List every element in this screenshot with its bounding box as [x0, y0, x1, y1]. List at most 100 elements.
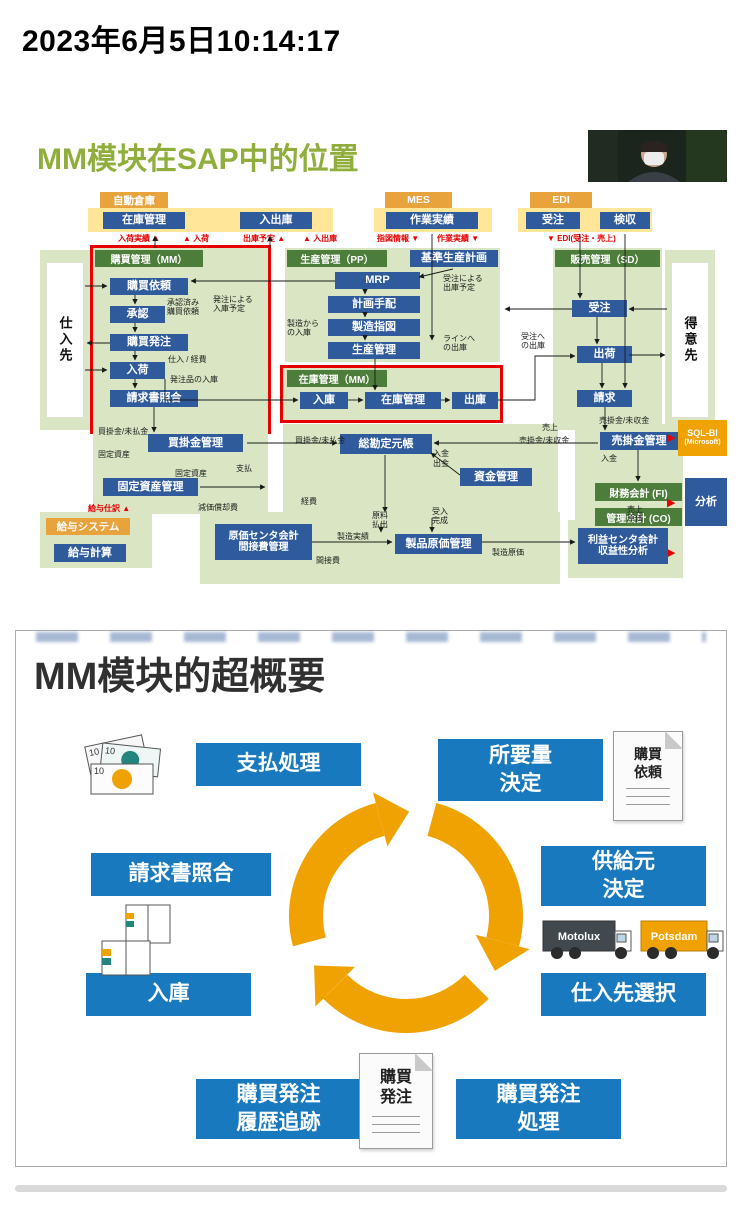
folded-corner-icon [665, 731, 683, 749]
doc-ruled-lines [626, 788, 670, 810]
cost-center-line2: 間接費管理 [238, 542, 289, 553]
note-ordered-goods-receipt: 発注品の入庫 [170, 375, 218, 384]
section-header-mes: MES [385, 192, 452, 208]
note-ar-unreceived: 売掛金/未収金 [519, 436, 570, 445]
box-production-order: 製造指図 [328, 319, 420, 336]
note-purchase-expense: 仕入 / 経費 [168, 355, 207, 364]
box-goods-receipt-im: 入庫 [300, 392, 348, 409]
step-source-determination: 供給元決定 [541, 846, 706, 906]
flow-label-text: 出庫予定 [243, 234, 275, 243]
step-label: 入庫 [147, 982, 190, 1006]
box-approval: 承認 [110, 306, 165, 323]
box-master-production-schedule: 基準生産計画 [410, 250, 498, 267]
flow-label-receipt-actual: 入荷実績 ▲ [118, 234, 160, 244]
flow-label-text: EDI(受注・売上) [557, 234, 616, 243]
note-cash-out: 出金 [433, 459, 449, 468]
triangle-right-icon: ▶ [667, 432, 676, 444]
step-po-processing: 購買発注処理 [456, 1079, 621, 1139]
note-receipt-from-production: 製造からの入庫 [287, 319, 319, 338]
step-payment-processing: 支払処理 [196, 743, 361, 786]
doc-label-line: 購買 [379, 1069, 412, 1086]
slide-mm-overview-image[interactable]: MM模块的超概要 支払処理 所要量決定 請求書照合 供給元決定 入庫 仕入先選択… [15, 630, 727, 1167]
triangle-up-icon: ▲ [183, 234, 191, 243]
box-accounts-receivable: 売掛金管理 [600, 432, 678, 450]
production-panel-header: 生産管理（PP） [287, 250, 387, 267]
flow-label-receipt: ▲ 入荷 [183, 234, 210, 244]
box-product-costing: 製品原価管理 [395, 534, 482, 554]
flow-label-order-info: 指図情報 ▼ [377, 234, 419, 244]
note-receipt-complete: 受入完成 [432, 507, 448, 526]
slide-sap-position-image[interactable]: MM模块在SAP中的位置 自動倉庫 在庫管理 入出庫 MES 作業実績 EDI … [15, 128, 727, 590]
profit-center-line2: 収益性分析 [598, 546, 648, 557]
payroll-system-header: 給与システム [46, 518, 130, 535]
sql-bi-line2: (Microsoft) [684, 439, 721, 447]
triangle-up-icon: ▲ [303, 234, 311, 243]
next-image-edge [15, 1185, 727, 1192]
note-issue-to-line: ラインへの出庫 [443, 334, 475, 353]
step-po-history-tracking: 購買発注履歴追跡 [196, 1079, 361, 1139]
box-cost-center-accounting: 原価センタ会計 間接費管理 [215, 524, 312, 560]
purchase-requisition-doc-icon: 購買 依頼 [613, 731, 683, 821]
webcam-video[interactable] [588, 130, 727, 182]
box-goods-receipt: 入荷 [110, 362, 165, 379]
note-production-actual: 製造実績 [337, 532, 369, 541]
box-sql-bi: SQL-BI (Microsoft) [678, 420, 727, 456]
bill-value: 10 [94, 766, 104, 776]
box-accounts-payable: 買掛金管理 [148, 434, 243, 452]
note-issue-to-order: 受注への出庫 [521, 332, 545, 351]
doc-label-line: 依頼 [634, 763, 662, 780]
cycle-arrows-icon [266, 776, 530, 1056]
note-cash-in: 入金 [433, 449, 449, 458]
box-mrp: MRP [335, 272, 420, 289]
flow-label-edi: ▼ EDI(受注・売上) [547, 234, 616, 244]
flow-label-work-results: 作業実績 ▼ [437, 234, 480, 244]
flow-label-text: 入荷 [193, 234, 210, 243]
truck-left-label: Motolux [558, 931, 601, 943]
note-overhead: 間接費 [316, 556, 340, 565]
note-cash-in-2: 入金 [601, 454, 617, 463]
box-production-mgmt: 生産管理 [328, 342, 420, 359]
triangle-up-icon: ▲ [122, 504, 131, 513]
step-label: 仕入先選択 [571, 982, 676, 1006]
note-po-receipt-plan: 発注による入庫予定 [213, 295, 253, 314]
step-goods-receipt: 入庫 [86, 973, 251, 1016]
flow-label-text: 入荷実績 [118, 234, 150, 243]
step-label: 供給元 [592, 849, 655, 873]
box-controlling: 管理会計 (CO) [595, 508, 682, 526]
purchase-order-doc-icon: 購買 発注 [359, 1053, 433, 1149]
step-invoice-verification: 請求書照合 [91, 853, 271, 896]
box-payroll-calc: 給与計算 [54, 544, 126, 562]
box-invoice-verification: 請求書照合 [110, 390, 198, 407]
box-profit-center-accounting: 利益センタ会計 収益性分析 [578, 528, 668, 564]
step-label: 支払処理 [236, 752, 321, 776]
note-sales: 売上 [542, 423, 558, 432]
sales-panel-header: 販売管理（SD） [555, 250, 660, 267]
step-label: 決定 [499, 772, 542, 795]
slide2-title: MM模块的超概要 [34, 656, 326, 698]
note-payroll-journal: 給与仕訳 ▲ [88, 504, 131, 514]
truck-right-label: Potsdam [651, 931, 698, 943]
triangle-right-icon: ▶ [667, 497, 676, 509]
box-inventory-mgmt: 在庫管理 [365, 392, 441, 409]
triangle-down-icon: ▼ [471, 234, 480, 243]
slide1-title: MM模块在SAP中的位置 [37, 143, 359, 176]
note-expense: 経費 [301, 497, 317, 506]
flow-label-text: 入出庫 [313, 234, 338, 243]
box-edi-order: 受注 [526, 212, 580, 229]
flow-label-inout: ▲ 入出庫 [303, 234, 338, 244]
step-label: 決定 [602, 878, 645, 901]
triangle-right-icon: ▶ [667, 547, 676, 559]
flow-label-text: 作業実績 [437, 234, 469, 243]
presenter-icon [588, 130, 727, 182]
inventory-panel-header: 在庫管理（MM） [287, 370, 387, 387]
folded-corner-icon [415, 1053, 433, 1071]
payroll-note-text: 給与仕訳 [88, 504, 120, 513]
doc-label-line: 発注 [379, 1089, 412, 1106]
doc-label-line: 購買 [634, 746, 662, 762]
step-label: 購買発注 [496, 1082, 581, 1106]
box-work-results: 作業実績 [386, 212, 478, 229]
cost-center-line1: 原価センタ会計 [228, 531, 299, 542]
box-fixed-assets: 固定資産管理 [103, 478, 198, 496]
note-ap-unpaid-2: 買掛金/未払金 [295, 436, 346, 445]
profit-center-line1: 利益センタ会計 [588, 535, 658, 546]
